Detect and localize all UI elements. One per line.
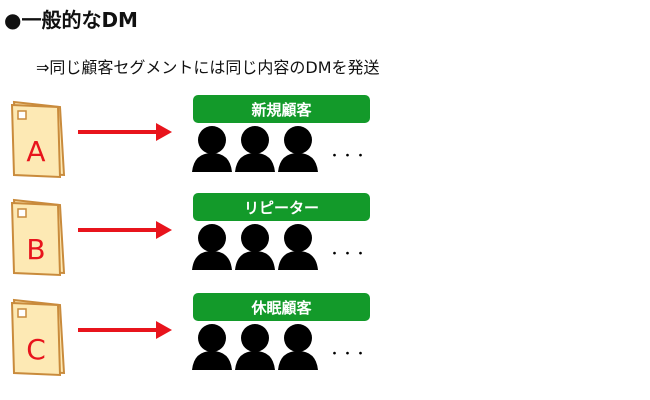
more-ellipsis: ・・・	[328, 149, 367, 164]
person-icon	[235, 224, 275, 270]
person-icon	[192, 126, 232, 172]
booklet-letter: A	[26, 135, 45, 168]
more-ellipsis: ・・・	[328, 347, 367, 362]
page-subtitle: ⇒同じ顧客セグメントには同じ内容のDMを発送	[36, 58, 380, 77]
more-ellipsis: ・・・	[328, 247, 367, 262]
dm-row-a: A ・・・ 新規顧客	[0, 95, 650, 195]
booklet-icon: B	[10, 198, 66, 277]
dm-row-b: B ・・・ リピーター	[0, 193, 650, 293]
booklet-icon: C	[10, 298, 66, 377]
segment-tag: 新規顧客	[193, 95, 370, 123]
person-icon	[278, 126, 318, 172]
person-icon	[235, 324, 275, 370]
person-icon	[278, 224, 318, 270]
arrow-right-icon	[78, 221, 172, 239]
booklet-letter: C	[26, 333, 46, 366]
row-graphics: A ・・・	[10, 100, 367, 179]
person-icon	[278, 324, 318, 370]
person-icon	[192, 324, 232, 370]
row-graphics: C ・・・	[10, 298, 367, 377]
arrow-right-icon	[78, 321, 172, 339]
segment-tag: 休眠顧客	[193, 293, 370, 321]
arrow-right-icon	[78, 123, 172, 141]
segment-tag: リピーター	[193, 193, 370, 221]
person-icon	[192, 224, 232, 270]
dm-row-c: C ・・・ 休眠顧客	[0, 293, 650, 393]
person-icon	[235, 126, 275, 172]
page-title: ●一般的なDM	[4, 8, 138, 32]
row-graphics: B ・・・	[10, 198, 367, 277]
booklet-letter: B	[26, 233, 45, 266]
booklet-icon: A	[10, 100, 66, 179]
